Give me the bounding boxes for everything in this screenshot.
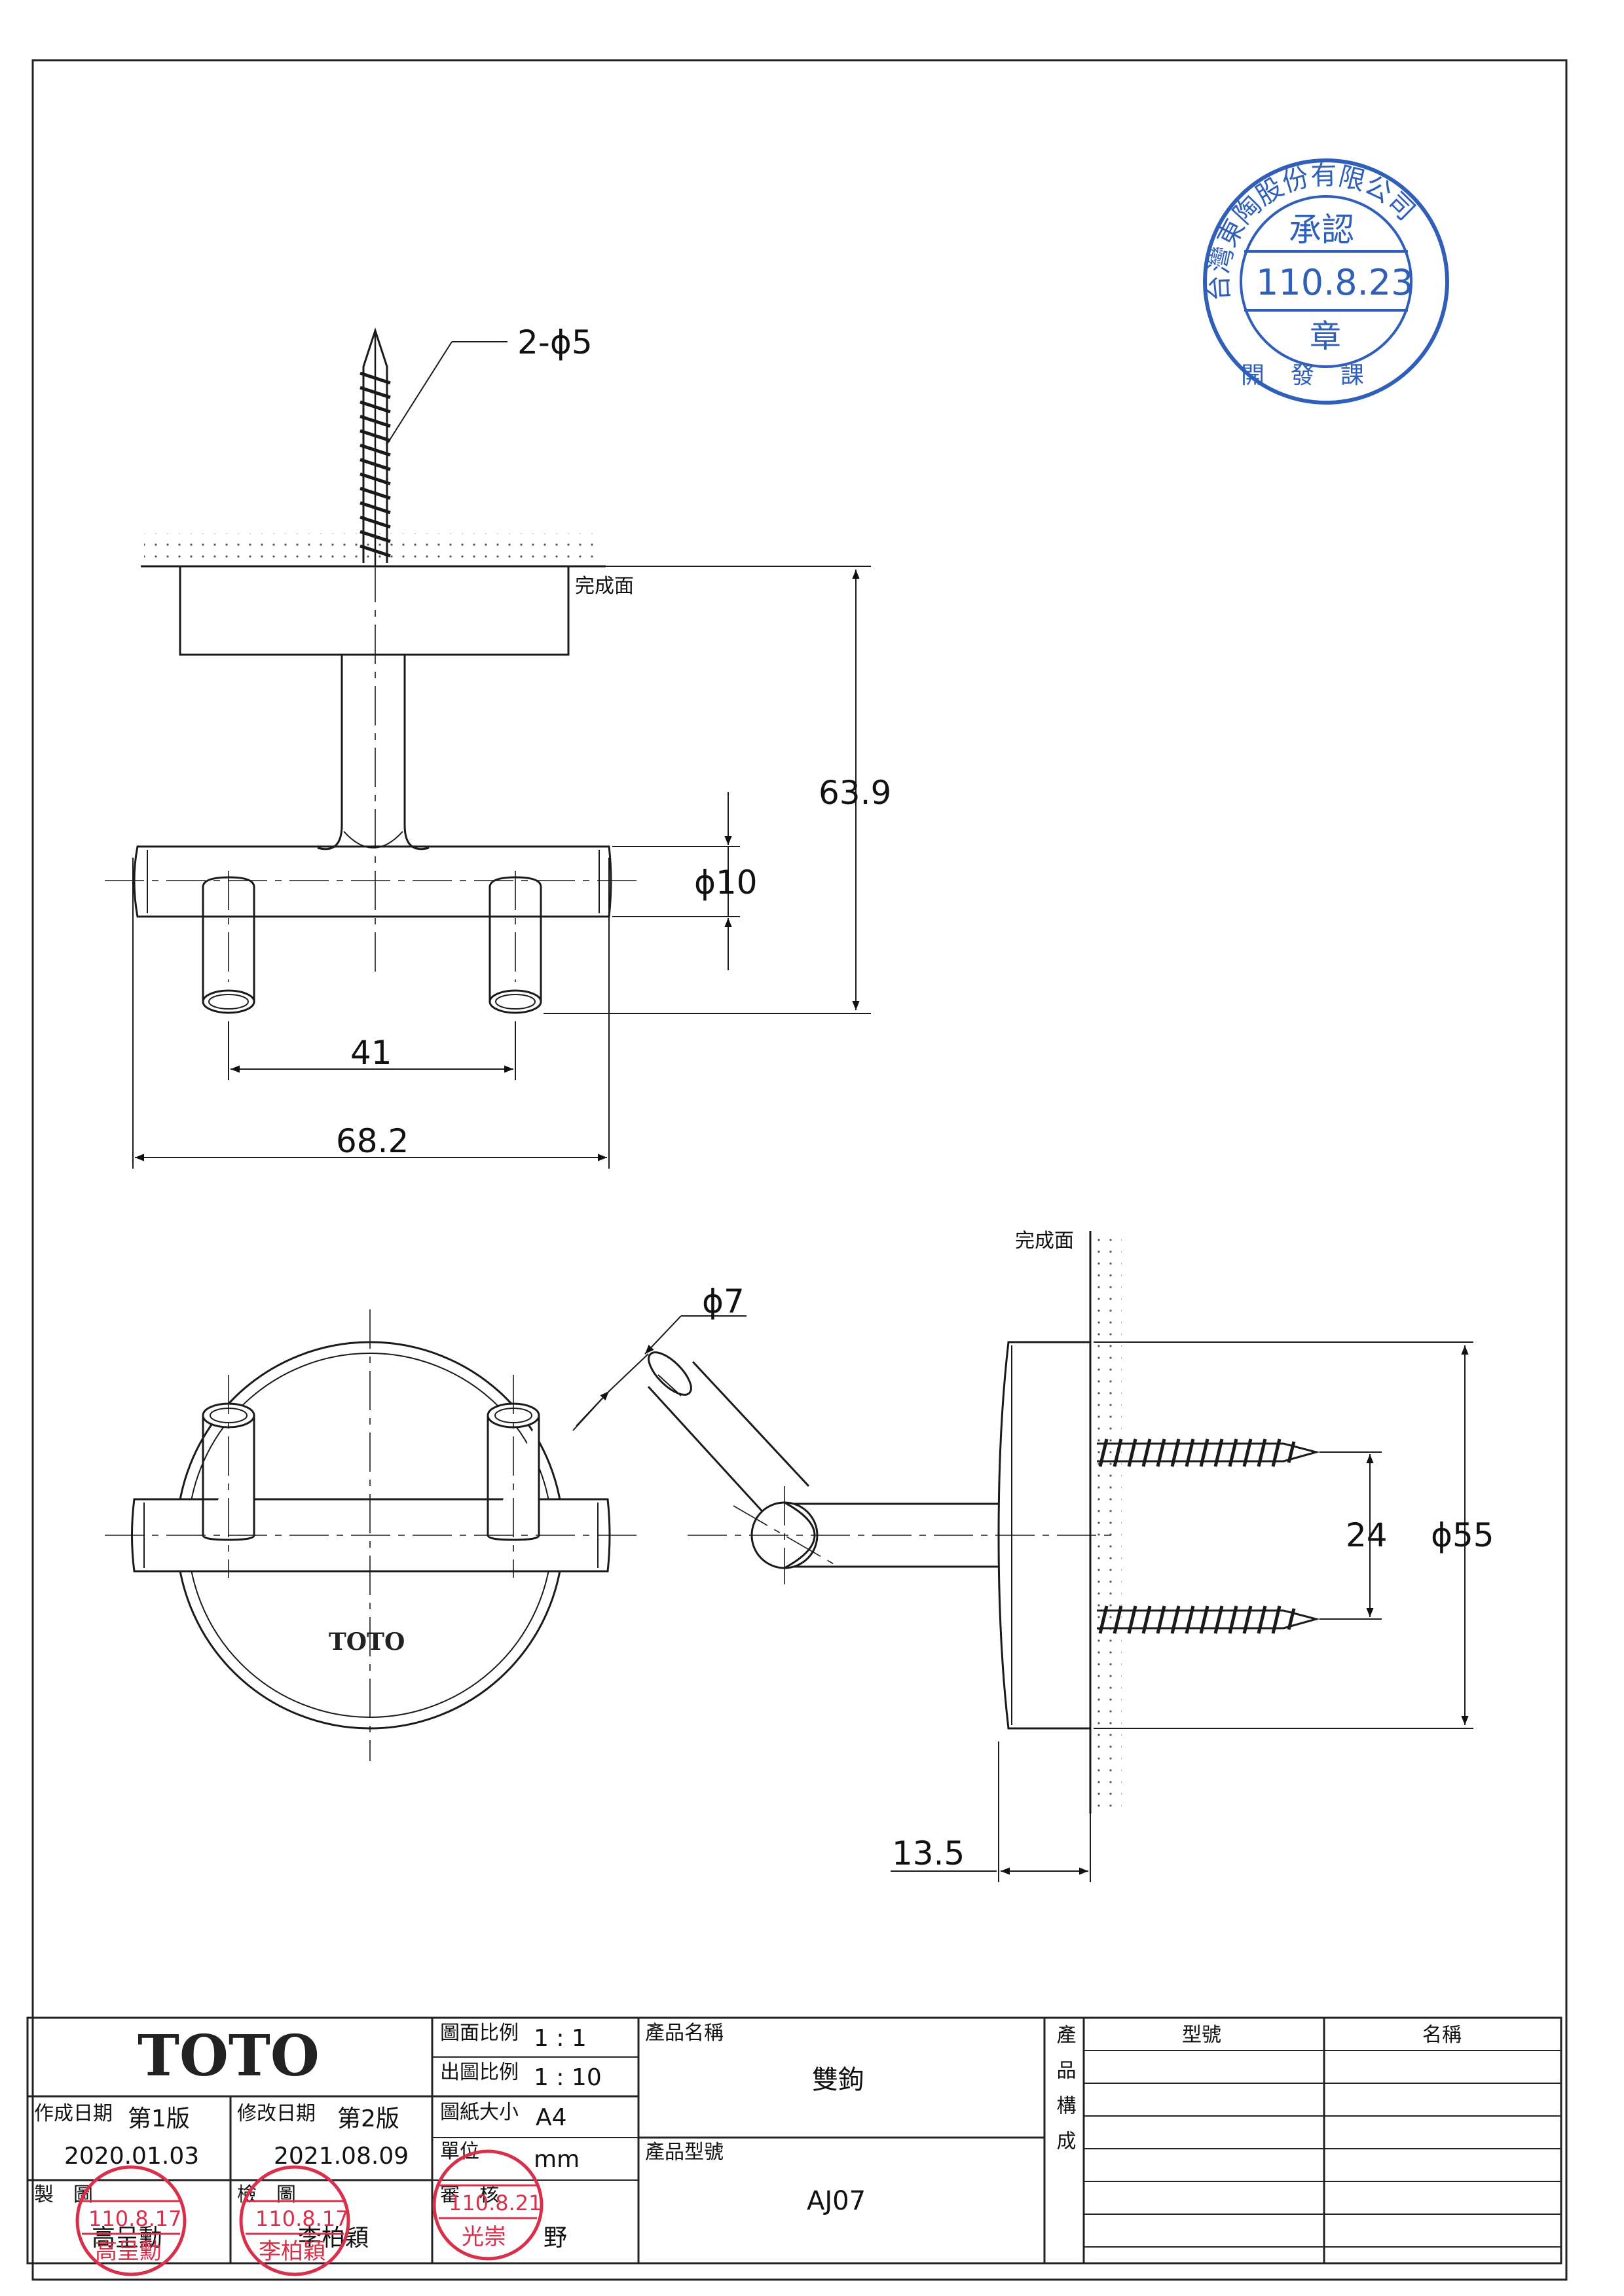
title-block (26, 2016, 1562, 2265)
side-view (572, 1231, 1473, 1882)
dim-bar-diameter: ϕ10 (694, 864, 758, 902)
drawn-name: 高呈勳 (92, 2225, 162, 2251)
revised-label: 修改日期 (237, 2102, 316, 2125)
dim-base-depth: 13.5 (892, 1834, 965, 1872)
approved-stamp-date: 110.8.21 (449, 2191, 542, 2215)
product-name: 雙鉤 (812, 2065, 864, 2095)
base-plate-top (179, 566, 570, 656)
approved-stamp-text: 光崇 (462, 2224, 506, 2250)
finish-surface-label-side: 完成面 (1015, 1230, 1074, 1252)
dim-peg-spacing: 41 (350, 1034, 392, 1072)
peg-left-front (202, 1415, 255, 1541)
angled-peg (647, 1360, 810, 1517)
print-scale-label: 出圖比例 (440, 2061, 519, 2084)
approval-stamp: 台灣東陶股份有限公司 承認 110.8.23 章 開發課 (1203, 158, 1449, 405)
peg-right-front (487, 1415, 540, 1541)
approved-label: 審 核 (440, 2183, 499, 2206)
product-model: AJ07 (807, 2186, 866, 2216)
stamp-department: 開發課 (1241, 362, 1390, 389)
dim-total-width: 68.2 (336, 1122, 409, 1160)
drawn-stamp-date: 110.8.17 (88, 2206, 182, 2231)
front-view (105, 1309, 642, 1761)
created-version: 第1版 (128, 2105, 190, 2132)
peg-left-top (202, 876, 255, 1002)
created-label: 作成日期 (34, 2102, 113, 2125)
screw-callout: 2-ϕ5 (517, 323, 593, 361)
dim-screw-spacing: 24 (1346, 1516, 1388, 1554)
name-col-header: 名稱 (1422, 2024, 1462, 2047)
paper-value: A4 (536, 2104, 567, 2131)
stamp-seal: 章 (1310, 318, 1341, 355)
wall-hatch-side (1090, 1231, 1122, 1813)
revised-date: 2021.08.09 (274, 2143, 409, 2170)
scale-label: 圖面比例 (440, 2022, 519, 2045)
screw-lower-side (1097, 1605, 1320, 1634)
scale-value: 1 : 1 (534, 2025, 587, 2052)
created-date: 2020.01.03 (64, 2143, 199, 2170)
product-model-label: 產品型號 (645, 2141, 724, 2164)
dim-height: 63.9 (819, 774, 891, 812)
model-col-header: 型號 (1182, 2024, 1221, 2047)
screw-top (360, 327, 391, 566)
revised-version: 第2版 (337, 2105, 399, 2132)
dim-base-diameter: ϕ55 (1431, 1516, 1494, 1554)
unit-value: mm (534, 2146, 580, 2173)
drawn-stamp-text: 高呈勳 (95, 2238, 162, 2265)
paper-label: 圖紙大小 (440, 2101, 519, 2124)
dim-peg-diameter: ϕ7 (702, 1283, 745, 1321)
finish-surface-label-top: 完成面 (575, 575, 634, 598)
peg-right-top (489, 876, 542, 1002)
approved-name: 野 (544, 2225, 567, 2251)
brand-logo-front: TOTO (329, 1628, 405, 1656)
checked-stamp: 110.8.17 李柏穎 (239, 2165, 350, 2276)
composition-label: 產品構成 (1053, 2024, 1077, 2166)
stem-top (317, 655, 430, 850)
checked-stamp-date: 110.8.17 (255, 2206, 349, 2231)
approved-stamp: 110.8.21 光崇 (432, 2149, 544, 2261)
screw-upper-side (1097, 1438, 1320, 1467)
stamp-date: 110.8.23 (1256, 262, 1413, 303)
product-name-label: 產品名稱 (645, 2022, 724, 2045)
brand-logo: TOTO (138, 2023, 320, 2089)
drawing-border (31, 59, 1568, 2281)
drawn-stamp: 110.8.17 高呈勳 (75, 2165, 187, 2276)
checked-name: 李柏穎 (298, 2225, 369, 2251)
checked-stamp-text: 李柏穎 (259, 2238, 325, 2265)
stamp-title: 承認 (1289, 211, 1354, 249)
print-scale-value: 1 : 10 (534, 2064, 602, 2091)
top-view (105, 327, 871, 1169)
